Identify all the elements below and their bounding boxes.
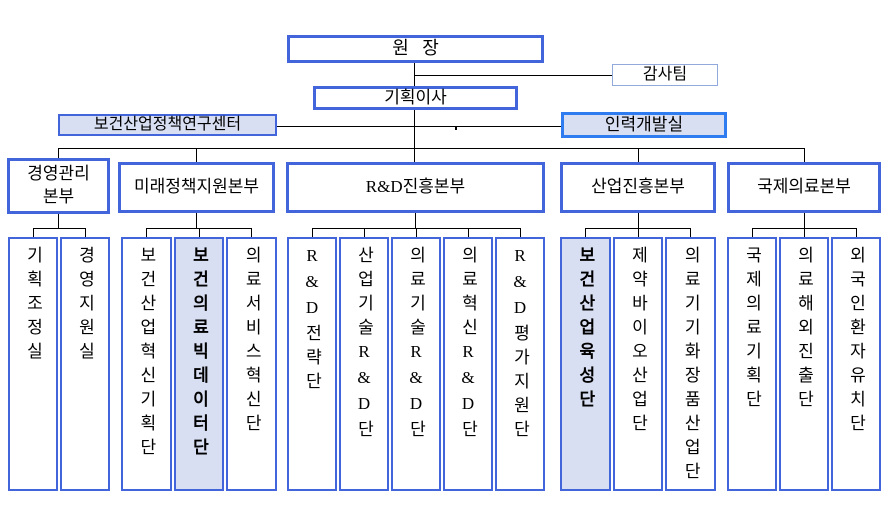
unit-label: 보건의료빅데이터단 — [189, 246, 209, 462]
unit-box-highlighted: 보건산업육성단 — [560, 237, 611, 491]
drop-unit — [752, 228, 753, 237]
units-rnd: R&D전략단 산업기술R&D단 의료기술R&D단 의료혁신R&D단 R&D평가지… — [287, 237, 545, 491]
drop-unit — [468, 228, 469, 237]
division-rnd: R&D진흥본부 — [286, 162, 545, 213]
drop-unit — [520, 228, 521, 237]
drop-unit — [364, 228, 365, 237]
drop-unit — [199, 228, 200, 237]
drop-group-4 — [638, 213, 639, 228]
connector-side-offices — [277, 126, 561, 127]
hrd-office-box: 인력개발실 — [561, 112, 727, 138]
audit-team-box: 감사팀 — [612, 64, 718, 86]
unit-label: R&D평가지원단 — [510, 246, 530, 444]
unit-label: 제약바이오산업단 — [628, 246, 648, 438]
unit-box: 의료서비스혁신단 — [226, 237, 278, 491]
unit-label: 산업기술R&D단 — [354, 246, 374, 444]
unit-box: 외국인환자유치단 — [831, 237, 881, 491]
unit-box: 기획조정실 — [8, 237, 58, 491]
unit-label: 의료기기화장품산업단 — [681, 246, 701, 486]
unit-label: 보건산업육성단 — [575, 246, 595, 414]
drop-unit — [638, 228, 639, 237]
drop-group-2 — [196, 213, 197, 228]
unit-label: 보건산업혁신기획단 — [136, 246, 156, 462]
drop-unit — [585, 228, 586, 237]
division-industry-promotion: 산업진흥본부 — [560, 162, 716, 213]
unit-box: R&D전략단 — [287, 237, 337, 491]
planning-director-box: 기획이사 — [313, 86, 518, 110]
unit-label: 경영지원실 — [75, 246, 95, 366]
unit-label: 의료기술R&D단 — [406, 246, 426, 444]
units-future-policy: 보건산업혁신기획단 보건의료빅데이터단 의료서비스혁신단 — [121, 237, 278, 491]
drop-unit — [33, 228, 34, 237]
division-international-medical: 국제의료본부 — [727, 162, 881, 213]
unit-box: 의료기기화장품산업단 — [665, 237, 717, 491]
unit-label: 외국인환자유치단 — [846, 246, 866, 438]
unit-label: R&D전략단 — [302, 246, 322, 396]
drop-division-4 — [638, 148, 639, 162]
unit-box: 국제의료기획단 — [727, 237, 777, 491]
dot-mark — [455, 127, 457, 130]
drop-unit — [85, 228, 86, 237]
unit-box: 제약바이오산업단 — [612, 237, 664, 491]
drop-unit — [251, 228, 252, 237]
unit-box: R&D평가지원단 — [495, 237, 545, 491]
drop-group-3 — [415, 213, 416, 228]
drop-division-2 — [196, 148, 197, 162]
unit-label: 의료혁신R&D단 — [458, 246, 478, 444]
unit-box: 보건산업혁신기획단 — [121, 237, 172, 491]
drop-division-5 — [804, 148, 805, 162]
drop-division-1 — [58, 148, 59, 162]
division-future-policy: 미래정책지원본부 — [118, 162, 275, 213]
division-management: 경영관리 본부 — [7, 158, 110, 214]
unit-label: 의료해외진출단 — [794, 246, 814, 414]
connector-division-bus — [58, 148, 804, 149]
drop-unit — [146, 228, 147, 237]
unit-box: 의료기술R&D단 — [391, 237, 441, 491]
unit-box-highlighted: 보건의료빅데이터단 — [173, 237, 225, 491]
bus-group-1 — [33, 228, 86, 229]
drop-unit — [804, 228, 805, 237]
unit-box: 의료혁신R&D단 — [443, 237, 493, 491]
drop-unit — [690, 228, 691, 237]
drop-group-5 — [804, 213, 805, 228]
connector-director-rnd-division — [414, 110, 415, 162]
units-international-medical: 국제의료기획단 의료해외진출단 외국인환자유치단 — [727, 237, 881, 491]
unit-box: 경영지원실 — [60, 237, 110, 491]
unit-box: 의료해외진출단 — [779, 237, 829, 491]
drop-unit — [312, 228, 313, 237]
connector-audit-team — [415, 75, 612, 76]
units-management: 기획조정실 경영지원실 — [8, 237, 110, 491]
unit-label: 국제의료기획단 — [742, 246, 762, 414]
drop-unit — [416, 228, 417, 237]
unit-label: 기획조정실 — [23, 246, 43, 366]
connector-president-director — [414, 63, 415, 86]
drop-unit — [856, 228, 857, 237]
drop-group-1 — [58, 213, 59, 228]
unit-label: 의료서비스혁신단 — [242, 246, 262, 438]
president-box: 원 장 — [287, 35, 544, 63]
unit-box: 산업기술R&D단 — [339, 237, 389, 491]
units-industry-promotion: 보건산업육성단 제약바이오산업단 의료기기화장품산업단 — [560, 237, 717, 491]
policy-research-center-box: 보건산업정책연구센터 — [58, 114, 277, 136]
